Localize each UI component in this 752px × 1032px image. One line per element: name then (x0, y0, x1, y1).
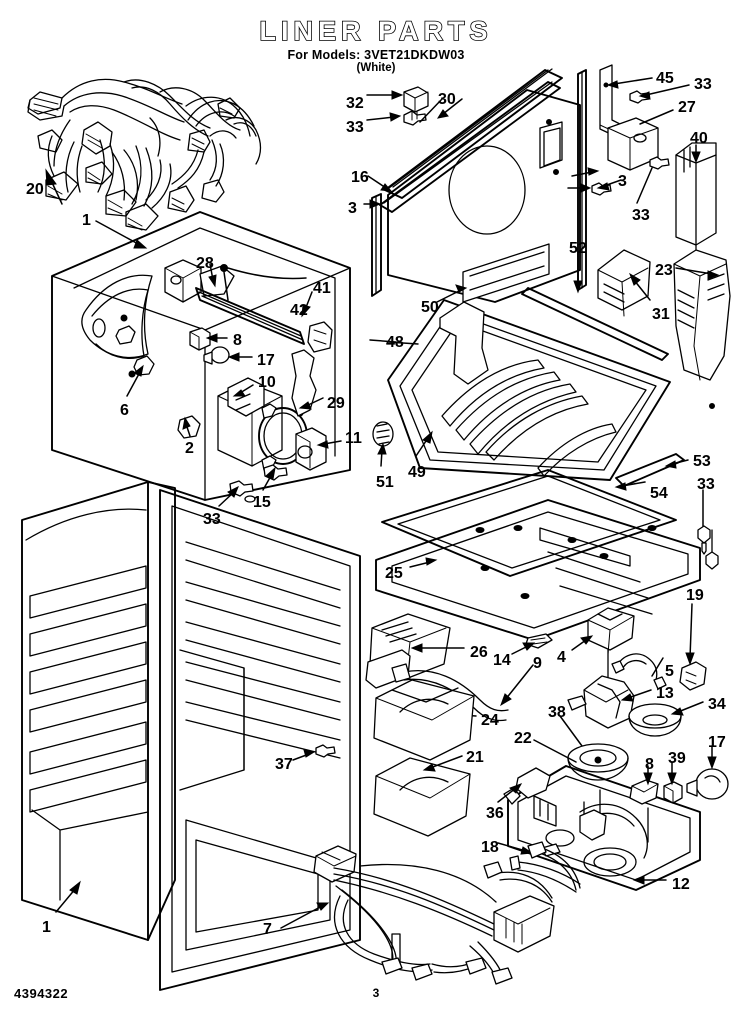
callout-8-lower: 8 (645, 756, 654, 773)
callout-38: 38 (548, 704, 566, 721)
page-number: 3 (372, 986, 380, 1000)
part-wire-harness-upper (28, 79, 261, 230)
models-label: For Models: 3VET21DKDW03 (287, 48, 465, 62)
callout-1-lower: 1 (42, 919, 51, 936)
callout-29: 29 (327, 395, 345, 412)
callout-45: 45 (656, 70, 674, 87)
callout-27: 27 (678, 99, 696, 116)
callout-4: 4 (557, 649, 566, 666)
callout-15: 15 (253, 494, 271, 511)
part-back-panel (388, 90, 580, 302)
callout-40: 40 (690, 130, 708, 147)
callout-22: 22 (514, 730, 532, 747)
callout-16: 16 (351, 169, 369, 186)
part-controls (366, 604, 706, 836)
callout-37: 37 (275, 756, 293, 773)
callout-21: 21 (466, 749, 484, 766)
callout-3-hinge: 3 (618, 173, 627, 190)
part-wire-harness-lower (281, 842, 580, 984)
callout-28: 28 (196, 255, 214, 272)
callout-50: 50 (421, 299, 439, 316)
callout-34: 34 (708, 696, 726, 713)
callout-42: 42 (290, 302, 308, 319)
part-hinge-bracket (568, 65, 716, 290)
part-number: 4394322 (14, 986, 69, 1001)
callout-33-hinge2: 33 (632, 207, 650, 224)
callout-14: 14 (493, 652, 511, 669)
callout-23: 23 (655, 262, 673, 279)
callout-54: 54 (650, 485, 668, 502)
callout-51: 51 (376, 474, 394, 491)
callout-25: 25 (385, 565, 403, 582)
part-shelf-assembly (370, 250, 730, 640)
callout-39: 39 (668, 750, 686, 767)
callout-19: 19 (686, 587, 704, 604)
callout-33-shelf: 33 (697, 476, 715, 493)
callout-10: 10 (258, 374, 276, 391)
callout-49: 49 (408, 464, 426, 481)
callout-8-upper: 8 (233, 332, 242, 349)
callout-2: 2 (185, 440, 194, 457)
callout-48: 48 (386, 334, 404, 351)
callout-3-trim: 3 (348, 200, 357, 217)
callout-12: 12 (672, 876, 690, 893)
callout-1-upper: 1 (82, 212, 91, 229)
callout-11: 11 (345, 430, 362, 447)
callout-33-trim: 33 (346, 119, 364, 136)
callout-30: 30 (438, 91, 456, 108)
callout-26: 26 (470, 644, 488, 661)
callout-24: 24 (481, 712, 499, 729)
callout-5: 5 (665, 663, 674, 680)
callout-6: 6 (120, 402, 129, 419)
callout-36: 36 (486, 805, 504, 822)
part-liner-cabinet (22, 212, 360, 990)
callout-7: 7 (263, 921, 272, 938)
callout-41: 41 (313, 280, 331, 297)
callout-13: 13 (656, 685, 674, 702)
callout-53: 53 (693, 453, 711, 470)
callout-20: 20 (26, 181, 44, 198)
callout-33-liner: 33 (203, 511, 221, 528)
callout-32: 32 (346, 95, 364, 112)
callout-18: 18 (481, 839, 499, 856)
callout-17-lower: 17 (708, 734, 726, 751)
part-light-housing (498, 746, 728, 892)
page-title: LINER PARTS (259, 15, 493, 47)
callout-17-upper: 17 (257, 352, 275, 369)
color-note: (White) (356, 62, 396, 74)
callout-52: 52 (569, 240, 587, 257)
callout-31: 31 (652, 306, 670, 323)
callout-9: 9 (533, 655, 542, 672)
callout-33-hinge: 33 (694, 76, 712, 93)
